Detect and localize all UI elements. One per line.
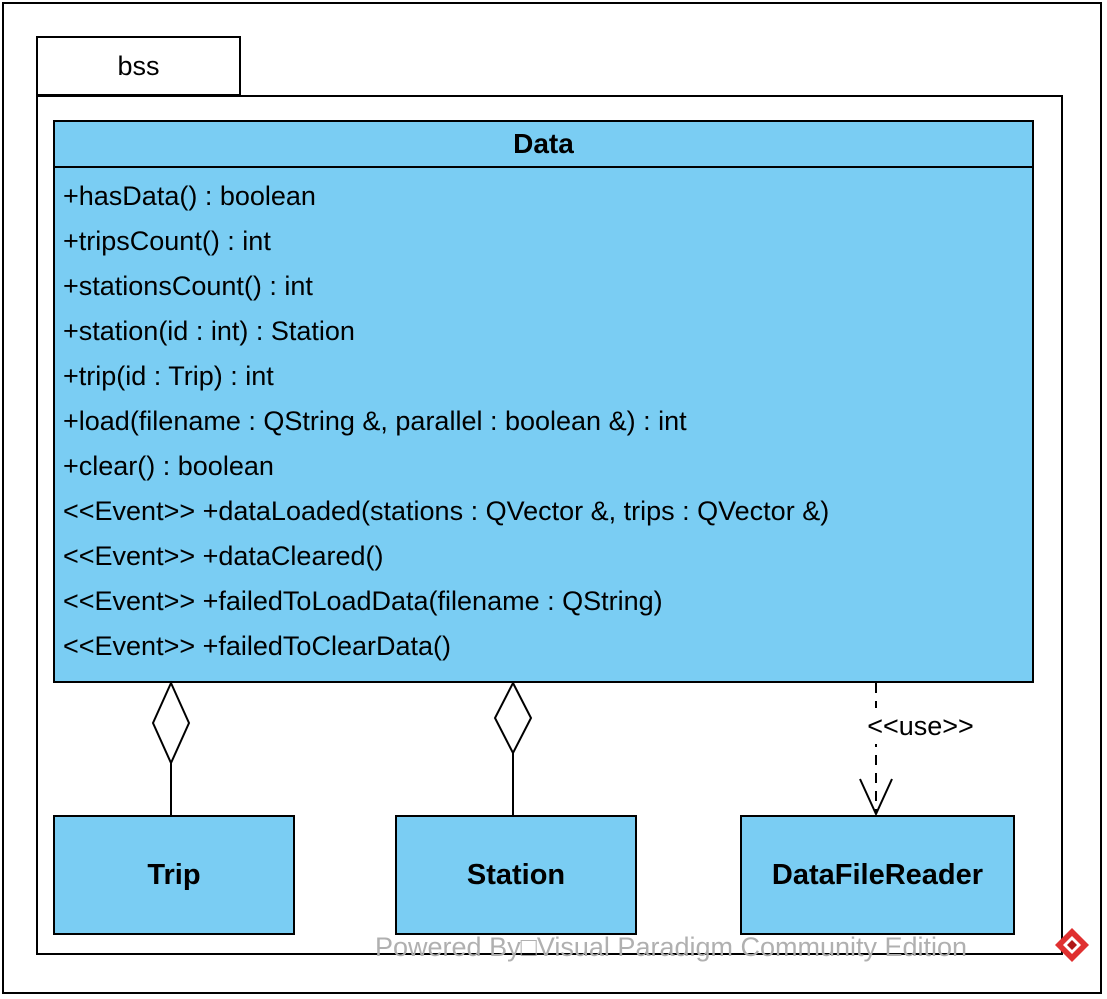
package-name: bss xyxy=(117,50,160,81)
data-class-name: Data xyxy=(55,122,1032,168)
station-class-name: Station xyxy=(466,858,566,891)
trip-class[interactable]: Trip xyxy=(53,815,295,935)
use-dependency-label: <<use>> xyxy=(853,708,988,744)
operation-trips-count[interactable]: +tripsCount() : int xyxy=(63,226,271,256)
operation-load[interactable]: +load(filename : QString &, parallel : b… xyxy=(63,406,687,436)
event-failed-to-clear-data[interactable]: <<Event>> +failedToClearData() xyxy=(63,631,451,661)
operation-has-data[interactable]: +hasData() : boolean xyxy=(63,181,316,211)
operation-clear[interactable]: +clear() : boolean xyxy=(63,451,274,481)
visual-paradigm-logo-icon xyxy=(1055,928,1089,962)
station-aggregation-diamond[interactable] xyxy=(493,680,533,756)
operation-stations-count[interactable]: +stationsCount() : int xyxy=(63,271,313,301)
operation-station[interactable]: +station(id : int) : Station xyxy=(63,316,355,346)
event-data-loaded[interactable]: <<Event>> +dataLoaded(stations : QVector… xyxy=(63,496,830,526)
trip-aggregation-diamond[interactable] xyxy=(151,680,191,766)
watermark: Powered By□Visual Paradigm Community Edi… xyxy=(375,932,968,962)
operation-trip[interactable]: +trip(id : Trip) : int xyxy=(63,361,274,391)
data-class[interactable]: Data +hasData() : boolean +tripsCount() … xyxy=(53,120,1034,683)
package-tab[interactable]: bss xyxy=(36,36,241,96)
use-dependency-arrowhead xyxy=(859,778,893,817)
station-class[interactable]: Station xyxy=(395,815,637,935)
trip-class-name: Trip xyxy=(147,858,201,891)
event-data-cleared[interactable]: <<Event>> +dataCleared() xyxy=(63,541,384,571)
data-file-reader-class-name: DataFileReader xyxy=(771,858,984,891)
event-failed-to-load-data[interactable]: <<Event>> +failedToLoadData(filename : Q… xyxy=(63,586,663,616)
data-class-operations: +hasData() : boolean +tripsCount() : int… xyxy=(55,168,1032,672)
data-file-reader-class[interactable]: DataFileReader xyxy=(740,815,1015,935)
